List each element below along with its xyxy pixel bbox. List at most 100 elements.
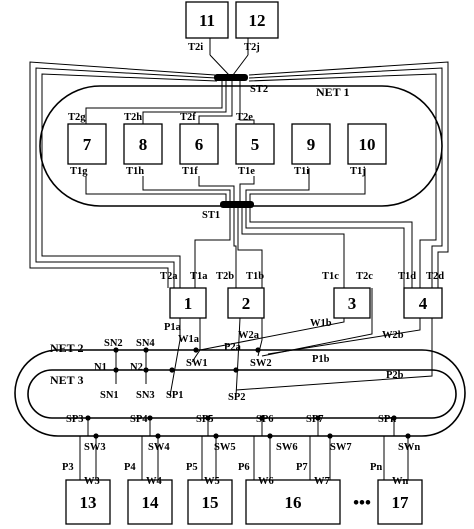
port-t1d: T1d [398, 271, 416, 282]
link-p1b: P1b [312, 354, 330, 365]
net3-label: NET 3 [50, 373, 83, 387]
switch-sp5: SP5 [196, 414, 214, 425]
port-t2e: T2e [236, 112, 253, 123]
box-1: 1 [169, 287, 207, 319]
st2-hub [214, 74, 248, 81]
port-t1b: T1b [246, 271, 264, 282]
port-t1a: T1a [190, 271, 208, 282]
link-p2a: P2a [224, 342, 242, 353]
box-7-label: 7 [83, 135, 92, 154]
port-t1f: T1f [182, 166, 198, 177]
box-6: 6 [179, 123, 219, 165]
box-4-label: 4 [419, 294, 428, 313]
link-w2b: W2b [382, 330, 404, 341]
ellipsis: ••• [353, 493, 371, 512]
port-t2i: T2i [188, 42, 203, 53]
switch-sn3: SN3 [136, 390, 155, 401]
switch-sw6: SW6 [276, 442, 298, 453]
port-t2b: T2b [216, 271, 234, 282]
switch-sw7: SW7 [330, 442, 352, 453]
st1-label: ST1 [202, 210, 220, 221]
box-6-label: 6 [195, 135, 204, 154]
port-t1g: T1g [70, 166, 88, 177]
link-w1b: W1b [310, 318, 332, 329]
box-3-label: 3 [348, 294, 357, 313]
link-w2a: W2a [238, 330, 260, 341]
box-11: 11 [185, 1, 229, 39]
box-13: 13 [65, 479, 111, 525]
link-wn: Wn [392, 476, 409, 487]
port-t2d: T2d [426, 271, 444, 282]
link-p5: P5 [186, 462, 198, 473]
switch-sn1: SN1 [100, 390, 119, 401]
link-w1a: W1a [178, 334, 200, 345]
box-5-label: 5 [251, 135, 260, 154]
link-pn: Pn [370, 462, 382, 473]
st1-down-drops [194, 208, 413, 288]
box-5: 5 [235, 123, 275, 165]
net1-label: NET 1 [316, 85, 349, 99]
box-8: 8 [123, 123, 163, 165]
box-17: 17 [377, 479, 423, 525]
link-p3: P3 [62, 462, 74, 473]
switch-links [169, 288, 433, 397]
st1-hub [220, 201, 254, 208]
port-t1e: T1e [238, 166, 255, 177]
box-3: 3 [333, 287, 371, 319]
port-t2a: T2a [160, 271, 178, 282]
port-t1j: T1j [350, 166, 366, 177]
top-drops [209, 38, 249, 76]
switch-sp7: SP7 [306, 414, 324, 425]
switch-sp6: SP6 [256, 414, 274, 425]
port-t2f: T2f [180, 112, 196, 123]
box-14: 14 [127, 479, 173, 525]
switch-sn2: SN2 [104, 338, 123, 349]
link-p4: P4 [124, 462, 136, 473]
net3-ring [27, 369, 457, 419]
right-bus-wires [248, 61, 449, 288]
box-2: 2 [227, 287, 265, 319]
link-w6: W6 [258, 476, 274, 487]
box-9-label: 9 [307, 135, 316, 154]
switch-sw3: SW3 [84, 442, 106, 453]
link-w5: W5 [204, 476, 220, 487]
switch-n2: N2 [130, 362, 143, 373]
box-2-label: 2 [242, 294, 251, 313]
box-14-label: 14 [142, 493, 160, 512]
switch-sp3: SP3 [66, 414, 84, 425]
link-p7: P7 [296, 462, 308, 473]
box-16-label: 16 [285, 493, 302, 512]
port-t2c: T2c [356, 271, 373, 282]
switch-sw5: SW5 [214, 442, 236, 453]
link-p6: P6 [238, 462, 250, 473]
port-t2g: T2g [68, 112, 86, 123]
port-t1c: T1c [322, 271, 339, 282]
port-t1h: T1h [126, 166, 144, 177]
link-p2b: P2b [386, 370, 404, 381]
switch-swn: SWn [398, 442, 420, 453]
net1-ring [39, 85, 443, 207]
link-p1a: P1a [164, 322, 182, 333]
junction-dots [85, 347, 411, 439]
box-13-label: 13 [80, 493, 97, 512]
box-9: 9 [291, 123, 331, 165]
link-w4: W4 [146, 476, 163, 487]
switch-sw4: SW4 [148, 442, 170, 453]
net2-ring [14, 349, 466, 437]
box-12: 12 [235, 1, 279, 39]
port-t2h: T2h [124, 112, 142, 123]
st2-inner-drops [85, 81, 255, 124]
port-t2j: T2j [244, 42, 260, 53]
link-w3: W3 [84, 476, 100, 487]
switch-sw2: SW2 [250, 358, 272, 369]
port-t1i: T1i [294, 166, 309, 177]
net2-label: NET 2 [50, 341, 83, 355]
lower-drops [79, 418, 409, 480]
box-15: 15 [187, 479, 233, 525]
link-w7: W7 [314, 476, 330, 487]
st1-inner-rises [85, 168, 366, 201]
box-12-label: 12 [249, 11, 266, 30]
box-4: 4 [403, 287, 443, 319]
